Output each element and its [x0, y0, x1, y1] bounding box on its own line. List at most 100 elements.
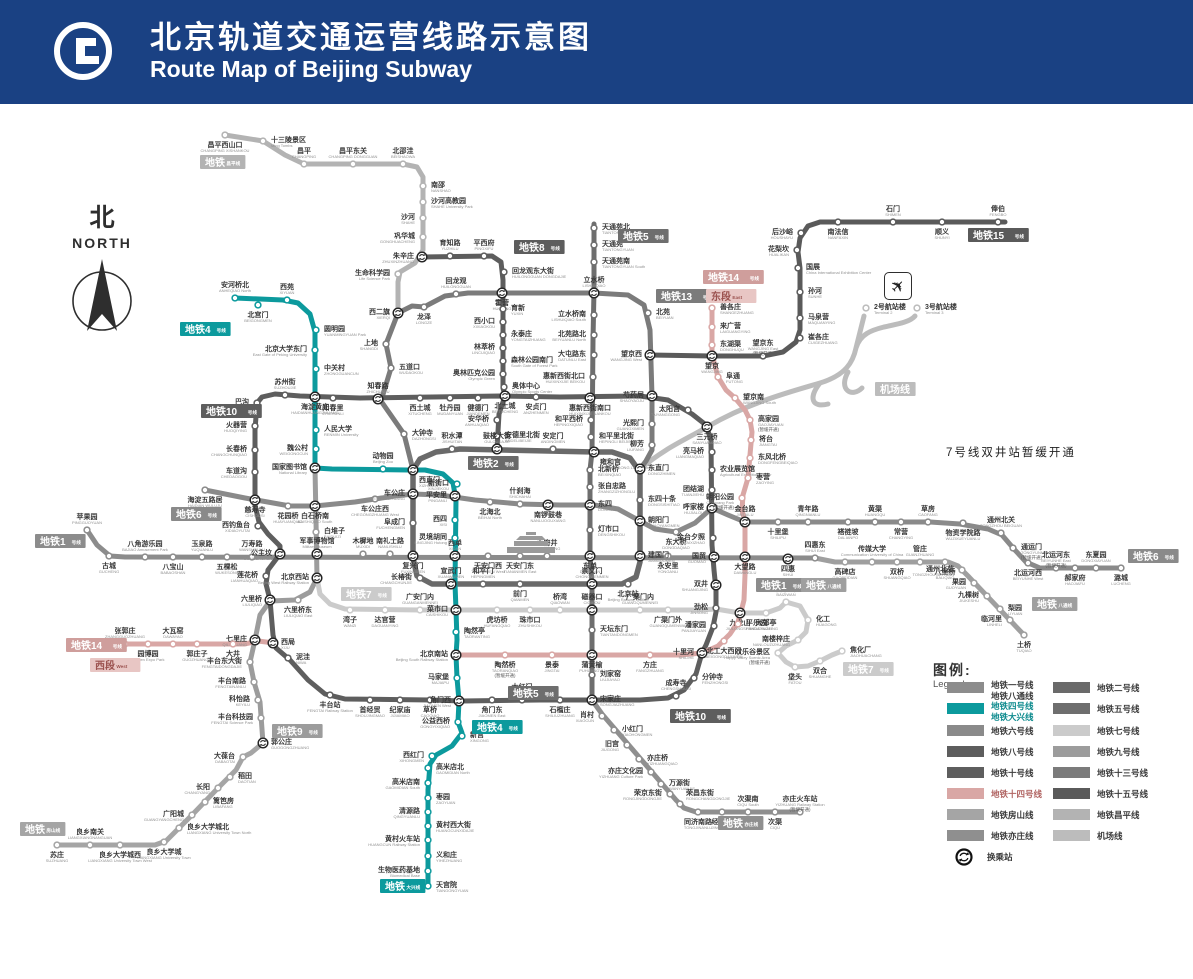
station-label-zh: 顺义	[935, 227, 950, 236]
station-marker	[624, 580, 632, 588]
station-label-en: BEIGONGDAXIMEN	[706, 654, 743, 659]
station-marker	[844, 518, 852, 526]
interchange-station-marker	[734, 607, 746, 619]
station-marker	[796, 334, 804, 342]
station-label-en: Olympic Sports Center	[512, 389, 553, 394]
station-label-en: ANDINGMEN	[541, 439, 566, 444]
station-label-zh: 蒲黄榆	[582, 660, 604, 669]
station-label-en: XISI	[439, 522, 447, 527]
station-label-zh: 大屯路东	[558, 349, 586, 358]
station-label-zh: 次渠南	[738, 794, 759, 803]
station-label-en: WUDAOKOU	[399, 370, 423, 375]
station-marker	[793, 246, 801, 254]
station-label-en: QINGNIANLU	[796, 512, 821, 517]
station-marker	[300, 160, 308, 168]
station-label-en: SHILIUZHUANG	[545, 713, 575, 718]
station-marker	[226, 773, 234, 781]
station-label-zh: 北邵洼	[393, 146, 414, 155]
station-label-zh: 南法信	[828, 227, 849, 236]
station-label-en: HAOJIAFU	[1065, 581, 1085, 586]
station-label-zh: 西小口	[474, 316, 495, 325]
station-label-en: LIUFANG	[627, 447, 644, 452]
station-label-zh: 莲花桥	[237, 570, 259, 579]
station-label-zh: 建国门	[648, 550, 669, 559]
station-label-en: GUCHENG	[99, 569, 119, 574]
station-label-zh: 北苑	[656, 307, 670, 316]
legend-label: 地铁十号线	[991, 768, 1034, 778]
line-badge-main: 地铁10	[206, 405, 238, 418]
station-marker	[169, 553, 177, 561]
interchange-station-marker	[646, 390, 658, 402]
station-label-zh: 长阳	[196, 782, 210, 791]
interchange-station-marker	[710, 579, 722, 591]
station-marker	[349, 160, 357, 168]
station-label-en: QINGYUANLU	[394, 814, 421, 819]
station-label-zh: 俸伯	[990, 204, 1005, 213]
station-label-en: ZHUXINZHUANG	[382, 259, 414, 264]
station-label-zh: 惠新西街北口	[543, 371, 585, 380]
station-label-en: PUHUANGYU	[579, 668, 605, 673]
station-label-en: BABAOSHAN	[161, 570, 186, 575]
station-marker	[259, 137, 267, 145]
station-label-en: SHILIPU	[770, 535, 786, 540]
line-badge-sub: East	[732, 295, 742, 300]
station-label-zh: 后沙峪	[772, 227, 794, 236]
station-label-zh: 上地	[364, 338, 378, 347]
line-badge: 地铁大兴线	[380, 879, 426, 893]
station-label-en: SANYUANQIAO	[692, 440, 721, 445]
station-marker	[623, 741, 631, 749]
station-marker	[548, 651, 556, 659]
station-label-zh: 太阳宫	[659, 404, 680, 413]
station-marker	[382, 340, 390, 348]
station-marker	[201, 798, 209, 806]
legend-swatch	[1053, 682, 1090, 693]
legend-swatch	[1053, 830, 1090, 841]
station-label-en: LIULIQIAO East	[284, 613, 314, 618]
station-marker	[804, 616, 812, 624]
station-label-zh: 天安门东	[506, 561, 534, 570]
station-label-en: SUZHUANG	[46, 858, 68, 863]
station-marker	[635, 755, 643, 763]
station-label-en: LISHUIQIAO	[583, 283, 606, 288]
station-label-en: JINSONG	[690, 610, 708, 615]
station-label-en: YIHEZHUANG	[436, 858, 462, 863]
station-label-en: YIZHUANG Culture Park	[599, 774, 643, 779]
station-label-en: DONGZHIMEN	[648, 471, 675, 476]
interchange-station-marker	[584, 392, 596, 404]
line-badge: 地铁亦庄线	[718, 816, 764, 830]
station-label-zh: 肖村	[580, 710, 594, 719]
line-badge-sub: 大兴线	[406, 884, 420, 891]
station-label-zh: 五棵松	[217, 562, 238, 571]
legend-label: 地铁二号线	[1097, 683, 1140, 693]
station-label-zh: 纪家庙	[390, 705, 411, 714]
legend-label: 地铁五号线	[1097, 704, 1140, 714]
line-badge-main: 地铁6	[176, 508, 202, 521]
station-label-zh: 健德门	[468, 403, 489, 412]
line-badge-sub: 号线	[750, 275, 760, 282]
station-label-zh: 十三陵景区	[271, 135, 306, 144]
station-label-en: LIANGMAQIAO	[676, 454, 704, 459]
